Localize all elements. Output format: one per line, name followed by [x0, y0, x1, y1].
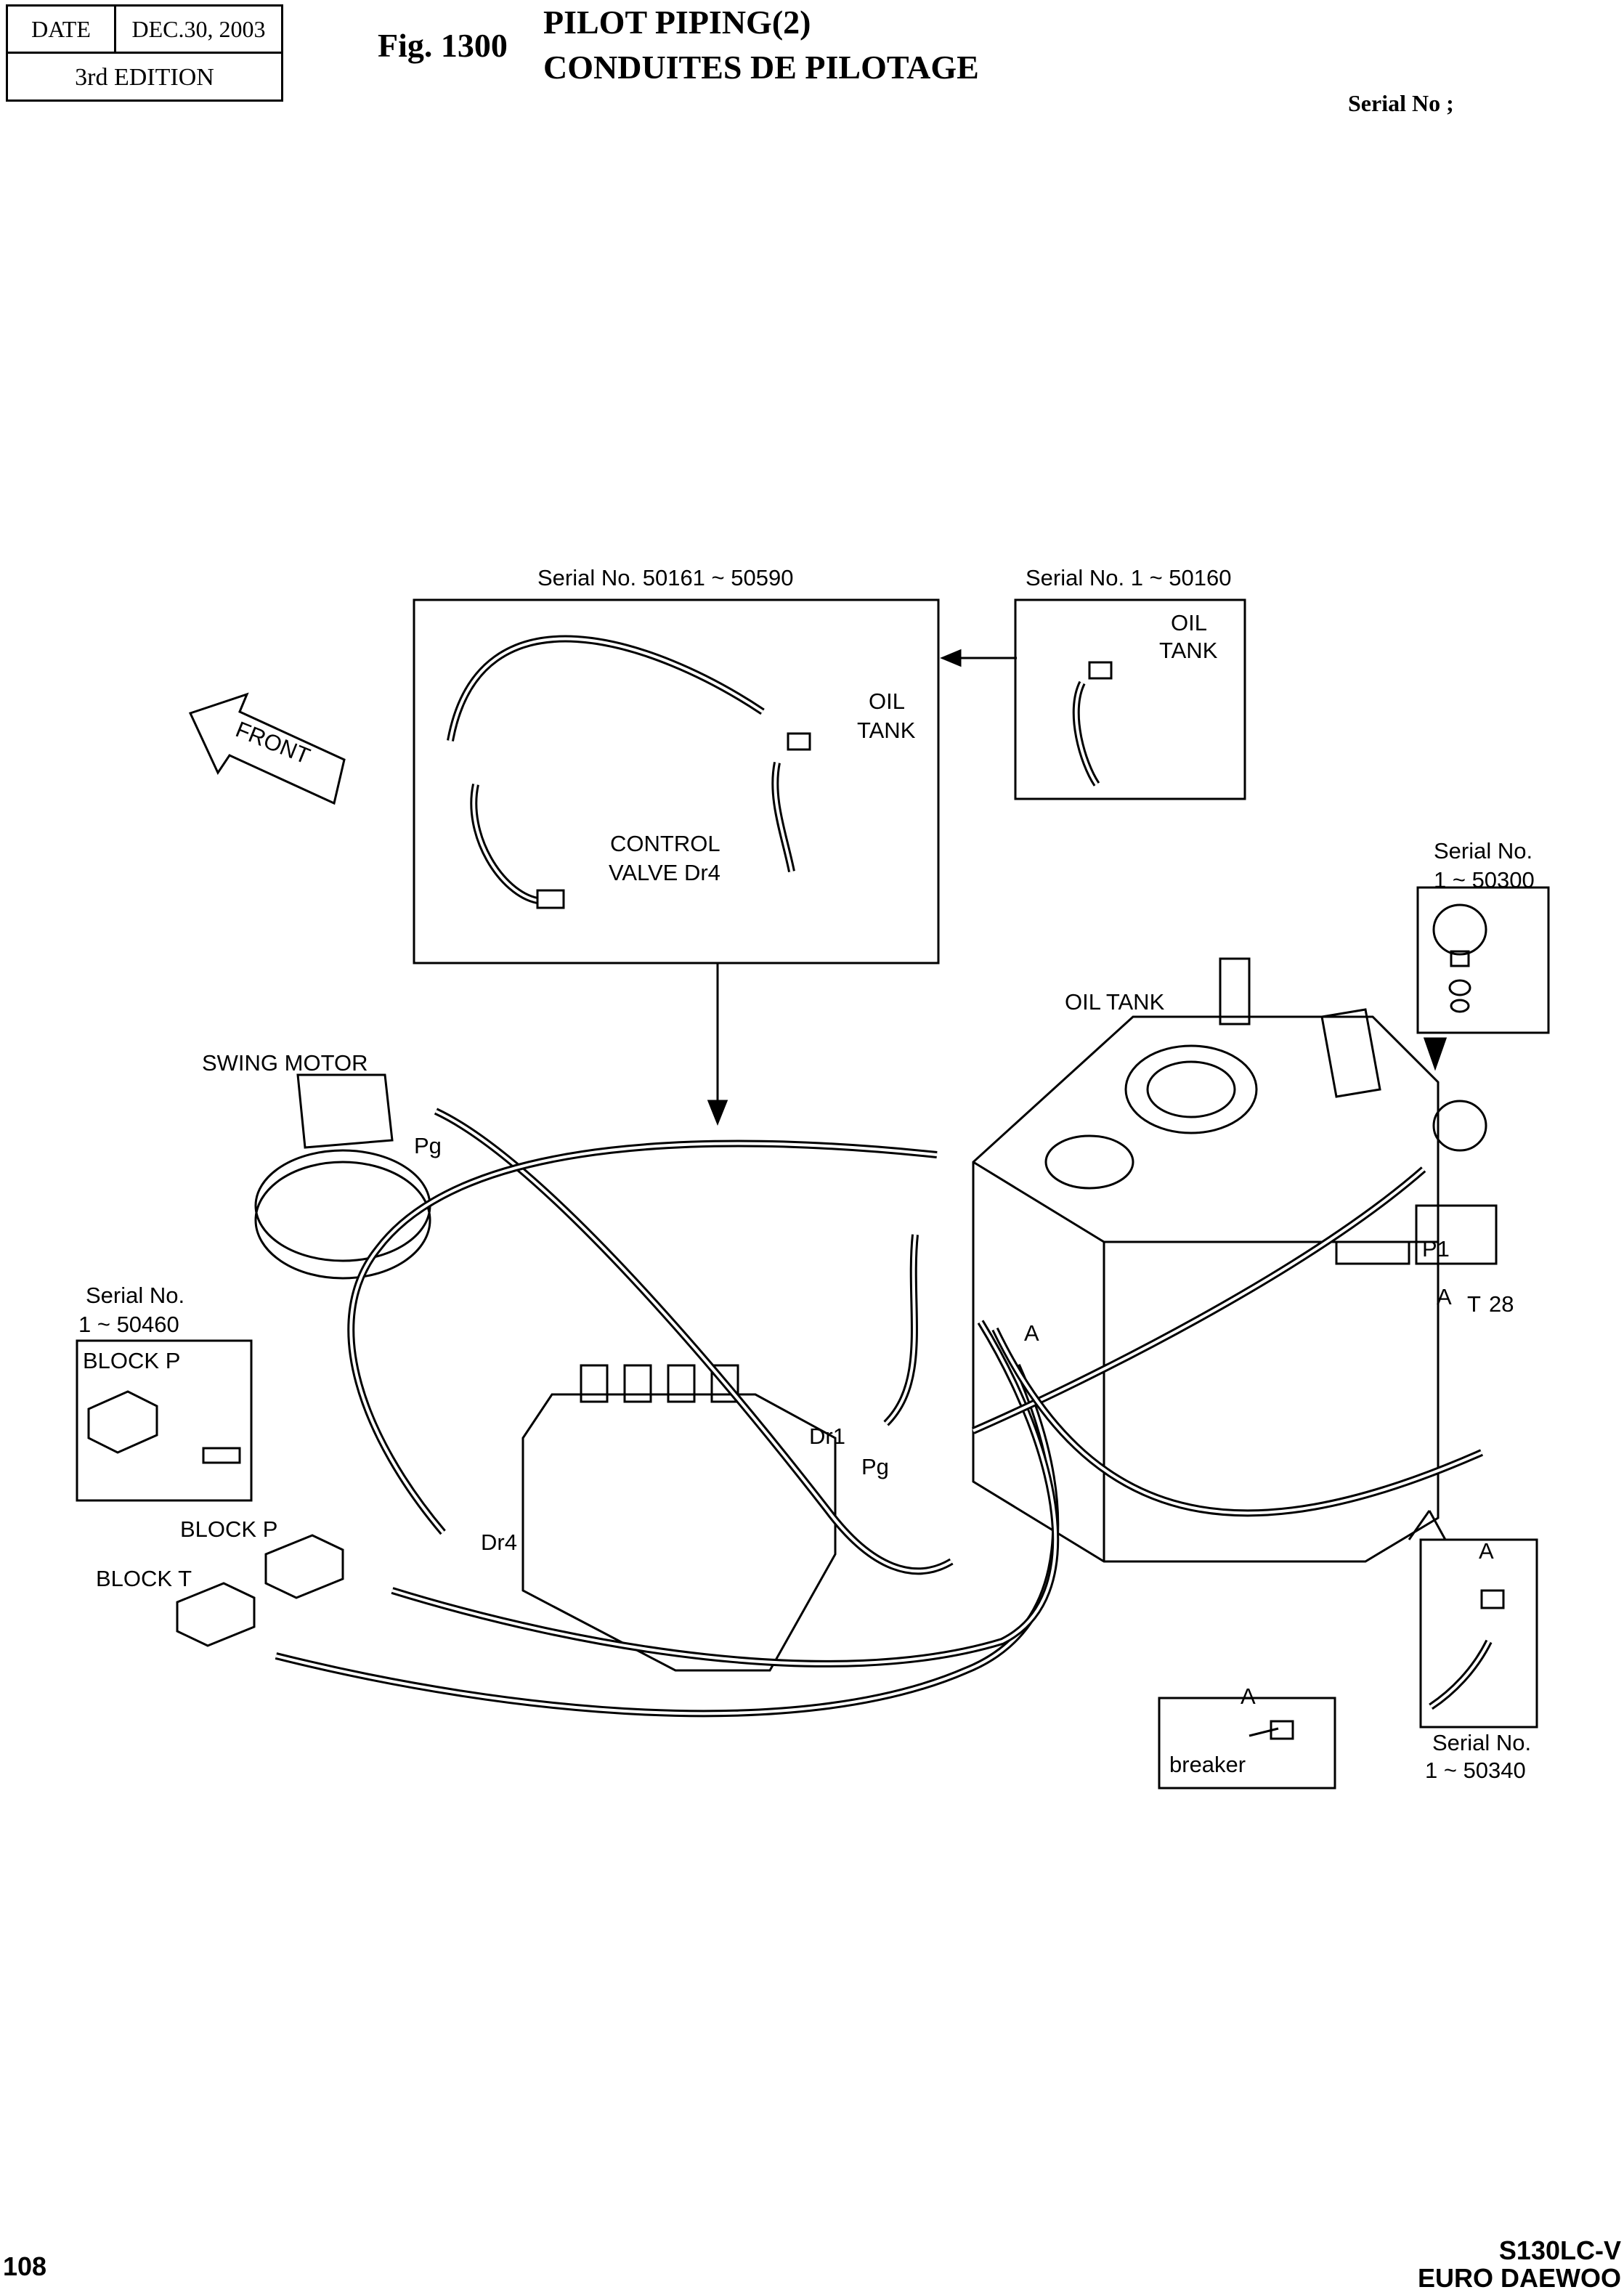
hose-dr1	[883, 1234, 919, 1426]
block-p-label: BLOCK P	[180, 1516, 277, 1542]
a-tank-label: A	[1024, 1320, 1039, 1346]
front-arrow-icon	[188, 692, 346, 805]
inset-fitting-control	[536, 889, 565, 909]
oil-tank-label: OIL TANK	[1065, 989, 1165, 1015]
block-p-inset-box	[76, 1339, 253, 1502]
dr1-label: Dr1	[809, 1423, 845, 1449]
swing-motor-label: SWING MOTOR	[202, 1050, 368, 1076]
inset-left-control-2: VALVE Dr4	[609, 860, 720, 885]
inset-left-control-1: CONTROL	[610, 831, 720, 856]
hose-tank-loop	[347, 1140, 938, 1535]
inset-box-serial-1-50160	[1014, 598, 1246, 800]
swing-motor-valve-block	[296, 1073, 394, 1149]
inset-right-oil-2: TANK	[1159, 638, 1218, 663]
p1-label: P1	[1422, 1236, 1450, 1262]
pg-top-label: Pg	[414, 1133, 442, 1158]
pg-mid-label: Pg	[861, 1454, 889, 1479]
hose-a-port	[991, 1327, 1484, 1517]
hose-block-p	[391, 1320, 1060, 1668]
inset-hose-upper	[447, 635, 765, 742]
serial-label: Serial No ;	[1348, 90, 1454, 116]
accumulator-icon	[1432, 903, 1487, 956]
accumulator-main-icon	[1432, 1100, 1487, 1152]
tank-plate-bracket	[1335, 1240, 1410, 1265]
block-p-inset-label: BLOCK P	[83, 1348, 180, 1373]
inset-a-box	[1419, 1538, 1538, 1729]
page-subtitle: CONDUITES DE PILOTAGE	[543, 49, 979, 86]
inset-box-serial-50161	[413, 598, 940, 964]
inset-right-oil-1: OIL	[1171, 610, 1207, 635]
inset-a-serial-1: Serial No.	[1432, 1730, 1531, 1755]
breaker-box	[1158, 1697, 1336, 1790]
oil-tank-body	[972, 1015, 1440, 1563]
accumulator-serial-2: 1 ~ 50300	[1434, 867, 1535, 893]
inset-a-label: A	[1479, 1538, 1494, 1564]
inset-down-arrowhead	[707, 1100, 728, 1126]
inset-a-serial-2: 1 ~ 50340	[1425, 1758, 1526, 1783]
brand-label: EURO DAEWOO	[1417, 2263, 1621, 2293]
oil-tank-top-edge	[973, 1161, 1438, 1243]
block-p-icon	[264, 1534, 344, 1599]
model-label: S130LC-V	[1498, 2235, 1621, 2265]
date-row: DATE DEC.30, 2003	[8, 7, 281, 54]
accumulator-inset-box	[1416, 886, 1550, 1034]
t-port-label: T	[1467, 1291, 1481, 1317]
inset-right-serial: Serial No. 1 ~ 50160	[1026, 565, 1232, 590]
inset-right-fitting	[1088, 661, 1113, 680]
inset-left-oil-2: TANK	[857, 718, 916, 743]
date-edition-box: DATE DEC.30, 2003 3rd EDITION	[6, 4, 283, 102]
inset-left-oil-1: OIL	[869, 688, 905, 714]
block-t-icon	[176, 1582, 256, 1647]
footer-model-brand: S130LC-V EURO DAEWOO	[1418, 2237, 1621, 2292]
page-number: 108	[3, 2251, 47, 2281]
tank-bracket-top	[1219, 957, 1251, 1025]
hose-pg-to-p1	[971, 1166, 1426, 1434]
block-p-inset-icon	[87, 1390, 158, 1454]
breaker-text: breaker	[1169, 1752, 1246, 1777]
hose-swing-to-valve	[434, 1108, 954, 1575]
inset-link-arrowhead	[940, 649, 962, 667]
block-t-label: BLOCK T	[96, 1566, 192, 1591]
hose-block-t	[275, 1363, 1060, 1718]
accumulator-serial-1: Serial No.	[1434, 838, 1532, 864]
date-value: DEC.30, 2003	[131, 15, 266, 42]
block-p-inset-serial-1: Serial No.	[86, 1283, 184, 1308]
oil-tank-hatch	[1124, 1044, 1258, 1134]
inset-left-serial: Serial No. 50161 ~ 50590	[537, 565, 793, 590]
dr4-label: Dr4	[481, 1530, 517, 1555]
breaker-box-label: A	[1241, 1683, 1256, 1709]
tank-bracket-right	[1320, 1008, 1381, 1098]
date-label: DATE	[8, 7, 116, 52]
block-p-inset-serial-2: 1 ~ 50460	[78, 1312, 179, 1337]
diagram-labels: Serial No. 50161 ~ 50590 OIL TANK CONTRO…	[78, 565, 1535, 1783]
block-p1	[1415, 1204, 1498, 1265]
edition-label: 3rd EDITION	[75, 64, 214, 91]
page-title: PILOT PIPING(2)	[543, 4, 811, 41]
item-28-label: 28	[1489, 1291, 1514, 1317]
inset-fitting-tank	[787, 732, 811, 751]
a-port-label: A	[1437, 1284, 1452, 1309]
swing-motor-body	[254, 1161, 431, 1280]
figure-number: Fig. 1300	[378, 27, 508, 64]
control-valve-body	[521, 1393, 837, 1672]
